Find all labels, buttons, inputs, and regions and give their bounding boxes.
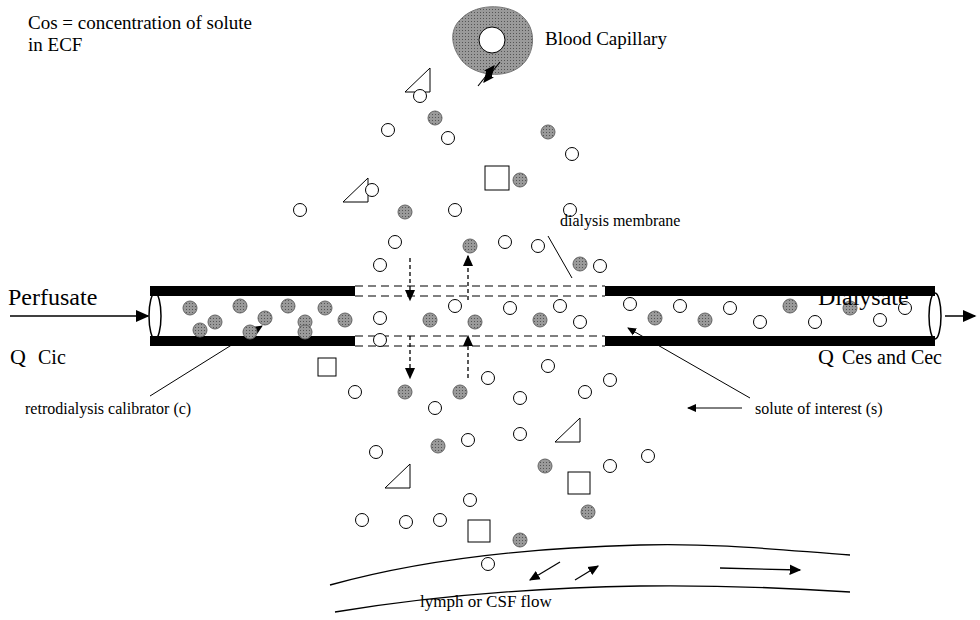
solute-molecule [366,184,379,197]
calibrator-molecule [233,299,247,313]
calibrator-molecule [193,323,207,337]
calibrator-molecule [423,313,437,327]
solute-molecule [724,302,737,315]
solute-molecule [382,124,395,137]
solute-molecule [642,450,655,463]
annotation-label: Cic [38,346,66,369]
calibrator-molecule [581,505,595,519]
calibrator-molecule [513,173,527,187]
annotation-label: Cos = concentration of solute in ECF [28,12,258,56]
annotation-label: solute of interest (s) [755,400,883,418]
solute-molecule [464,494,477,507]
solute-molecule [624,298,637,311]
calibrator-molecule [428,111,442,125]
solute-molecule [604,374,617,387]
solute-molecule [294,204,307,217]
annotation-label: Ces and Cec [842,346,942,369]
calibrator-molecule [208,315,222,329]
solute-molecule [374,312,387,325]
calibrator-molecule [533,313,547,327]
calibrator-molecule [431,439,445,453]
calibrator-molecule [648,311,662,325]
solute-molecule [389,236,402,249]
solute-molecule [449,204,462,217]
solute-molecule [442,132,455,145]
annotation-label: Dialysate [818,284,909,312]
annotation-label: Blood Capillary [545,28,667,50]
calibrator-molecule [281,299,295,313]
solute-molecule [674,300,687,313]
calibrator-molecule [398,205,412,219]
solute-molecule [374,334,387,347]
solute-molecule [462,434,475,447]
solute-molecule [429,402,442,415]
solute-molecule [594,260,607,273]
solute-molecule [754,316,767,329]
annotation-label: dialysis membrane [560,212,680,230]
calibrator-molecule [298,325,312,339]
calibrator-molecule [243,325,257,339]
solute-molecule [482,372,495,385]
solute-molecule [370,446,383,459]
solute-molecule [604,460,617,473]
solute-molecule [434,514,447,527]
annotation-label: lymph or CSF flow [420,592,552,612]
calibrator-molecule [338,313,352,327]
calibrator-molecule [573,257,587,271]
calibrator-molecule [318,301,332,315]
solute-molecule [482,558,495,571]
solute-molecule [499,236,512,249]
solute-molecule [532,240,545,253]
solute-molecule [449,300,462,313]
annotation-label: Q [10,344,26,369]
solute-molecule [504,302,517,315]
solute-molecule [356,514,369,527]
calibrator-molecule [398,385,412,399]
solute-molecule [400,516,413,529]
calibrator-molecule [698,313,712,327]
annotation-label: retrodialysis calibrator (c) [25,400,191,418]
calibrator-molecule [453,385,467,399]
annotation-label: Perfusate [8,284,97,312]
calibrator-molecule [541,125,555,139]
solute-molecule [566,148,579,161]
solute-molecule [542,360,555,373]
calibrator-molecule [468,315,482,329]
calibrator-molecule [783,299,797,313]
solute-molecule [579,386,592,399]
solute-molecule [374,259,387,272]
solute-molecule [514,428,527,441]
calibrator-molecule [463,239,477,253]
solute-molecule [414,90,427,103]
solute-molecule [574,316,587,329]
solute-molecule [874,314,887,327]
annotation-label: Q [818,344,834,369]
solute-molecule [809,316,822,329]
solute-molecule [349,386,362,399]
calibrator-molecule [513,533,527,547]
calibrator-molecule [538,459,552,473]
calibrator-molecule [258,311,272,325]
solute-molecule [514,392,527,405]
solute-molecule [554,300,567,313]
calibrator-molecule [183,301,197,315]
